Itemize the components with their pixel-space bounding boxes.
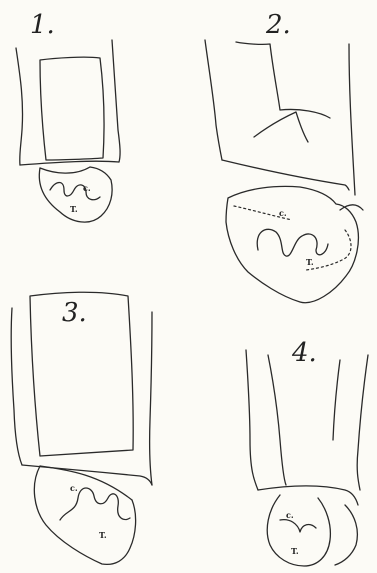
figure-4-inner-right	[333, 360, 340, 440]
figure-1-calcaneus	[40, 167, 90, 173]
figure-1-shaft-left	[16, 48, 23, 165]
figure-2-inner-block	[236, 42, 330, 118]
figure-3-talus	[34, 466, 135, 564]
figure-4-number: 4.	[292, 340, 317, 366]
figure-2-label-c: c.	[279, 209, 287, 217]
figure-4-inner-block	[268, 355, 286, 485]
figure-1-suture	[50, 183, 100, 200]
figure-4-shaft-right	[357, 355, 368, 490]
figure-4-label-t: T.	[291, 547, 299, 555]
figure-1-label-t: T.	[70, 205, 78, 213]
figure-2-shaft-right	[349, 44, 355, 195]
figure-1-number: 1.	[30, 12, 55, 38]
figure-2-label-t: T.	[306, 258, 314, 266]
figure-3-shaft-left	[11, 308, 22, 465]
figure-4-label-c: c.	[286, 511, 294, 519]
figure-3-drawing	[11, 292, 152, 564]
figure-2-shaft-left	[205, 40, 222, 160]
figure-2-heel	[340, 205, 363, 210]
figure-1-base	[20, 161, 119, 165]
figure-4-drawing	[246, 350, 368, 566]
figure-4-base	[258, 486, 358, 505]
figure-4-shaft-left	[246, 350, 258, 490]
figure-1-drawing	[16, 40, 120, 222]
figure-2-bone-block	[226, 186, 358, 302]
figure-2-suture	[257, 229, 328, 256]
figure-1-label-c: c.	[83, 184, 91, 192]
figure-2-drawing	[205, 40, 363, 303]
figure-1-inner-block	[40, 57, 104, 160]
figure-4-suture	[280, 520, 316, 532]
figure-1-shaft-right	[112, 40, 120, 162]
figure-3-label-c: c.	[70, 484, 78, 492]
figure-3-shaft-right	[150, 312, 152, 485]
figure-4-heel	[335, 505, 357, 565]
figure-3-label-t: T.	[99, 531, 107, 539]
figure-2-fold	[254, 112, 308, 142]
figure-2-number: 2.	[266, 12, 291, 38]
figure-3-number: 3.	[62, 300, 87, 326]
figure-2-lower-edge	[222, 160, 349, 190]
figure-3-base	[22, 465, 152, 485]
